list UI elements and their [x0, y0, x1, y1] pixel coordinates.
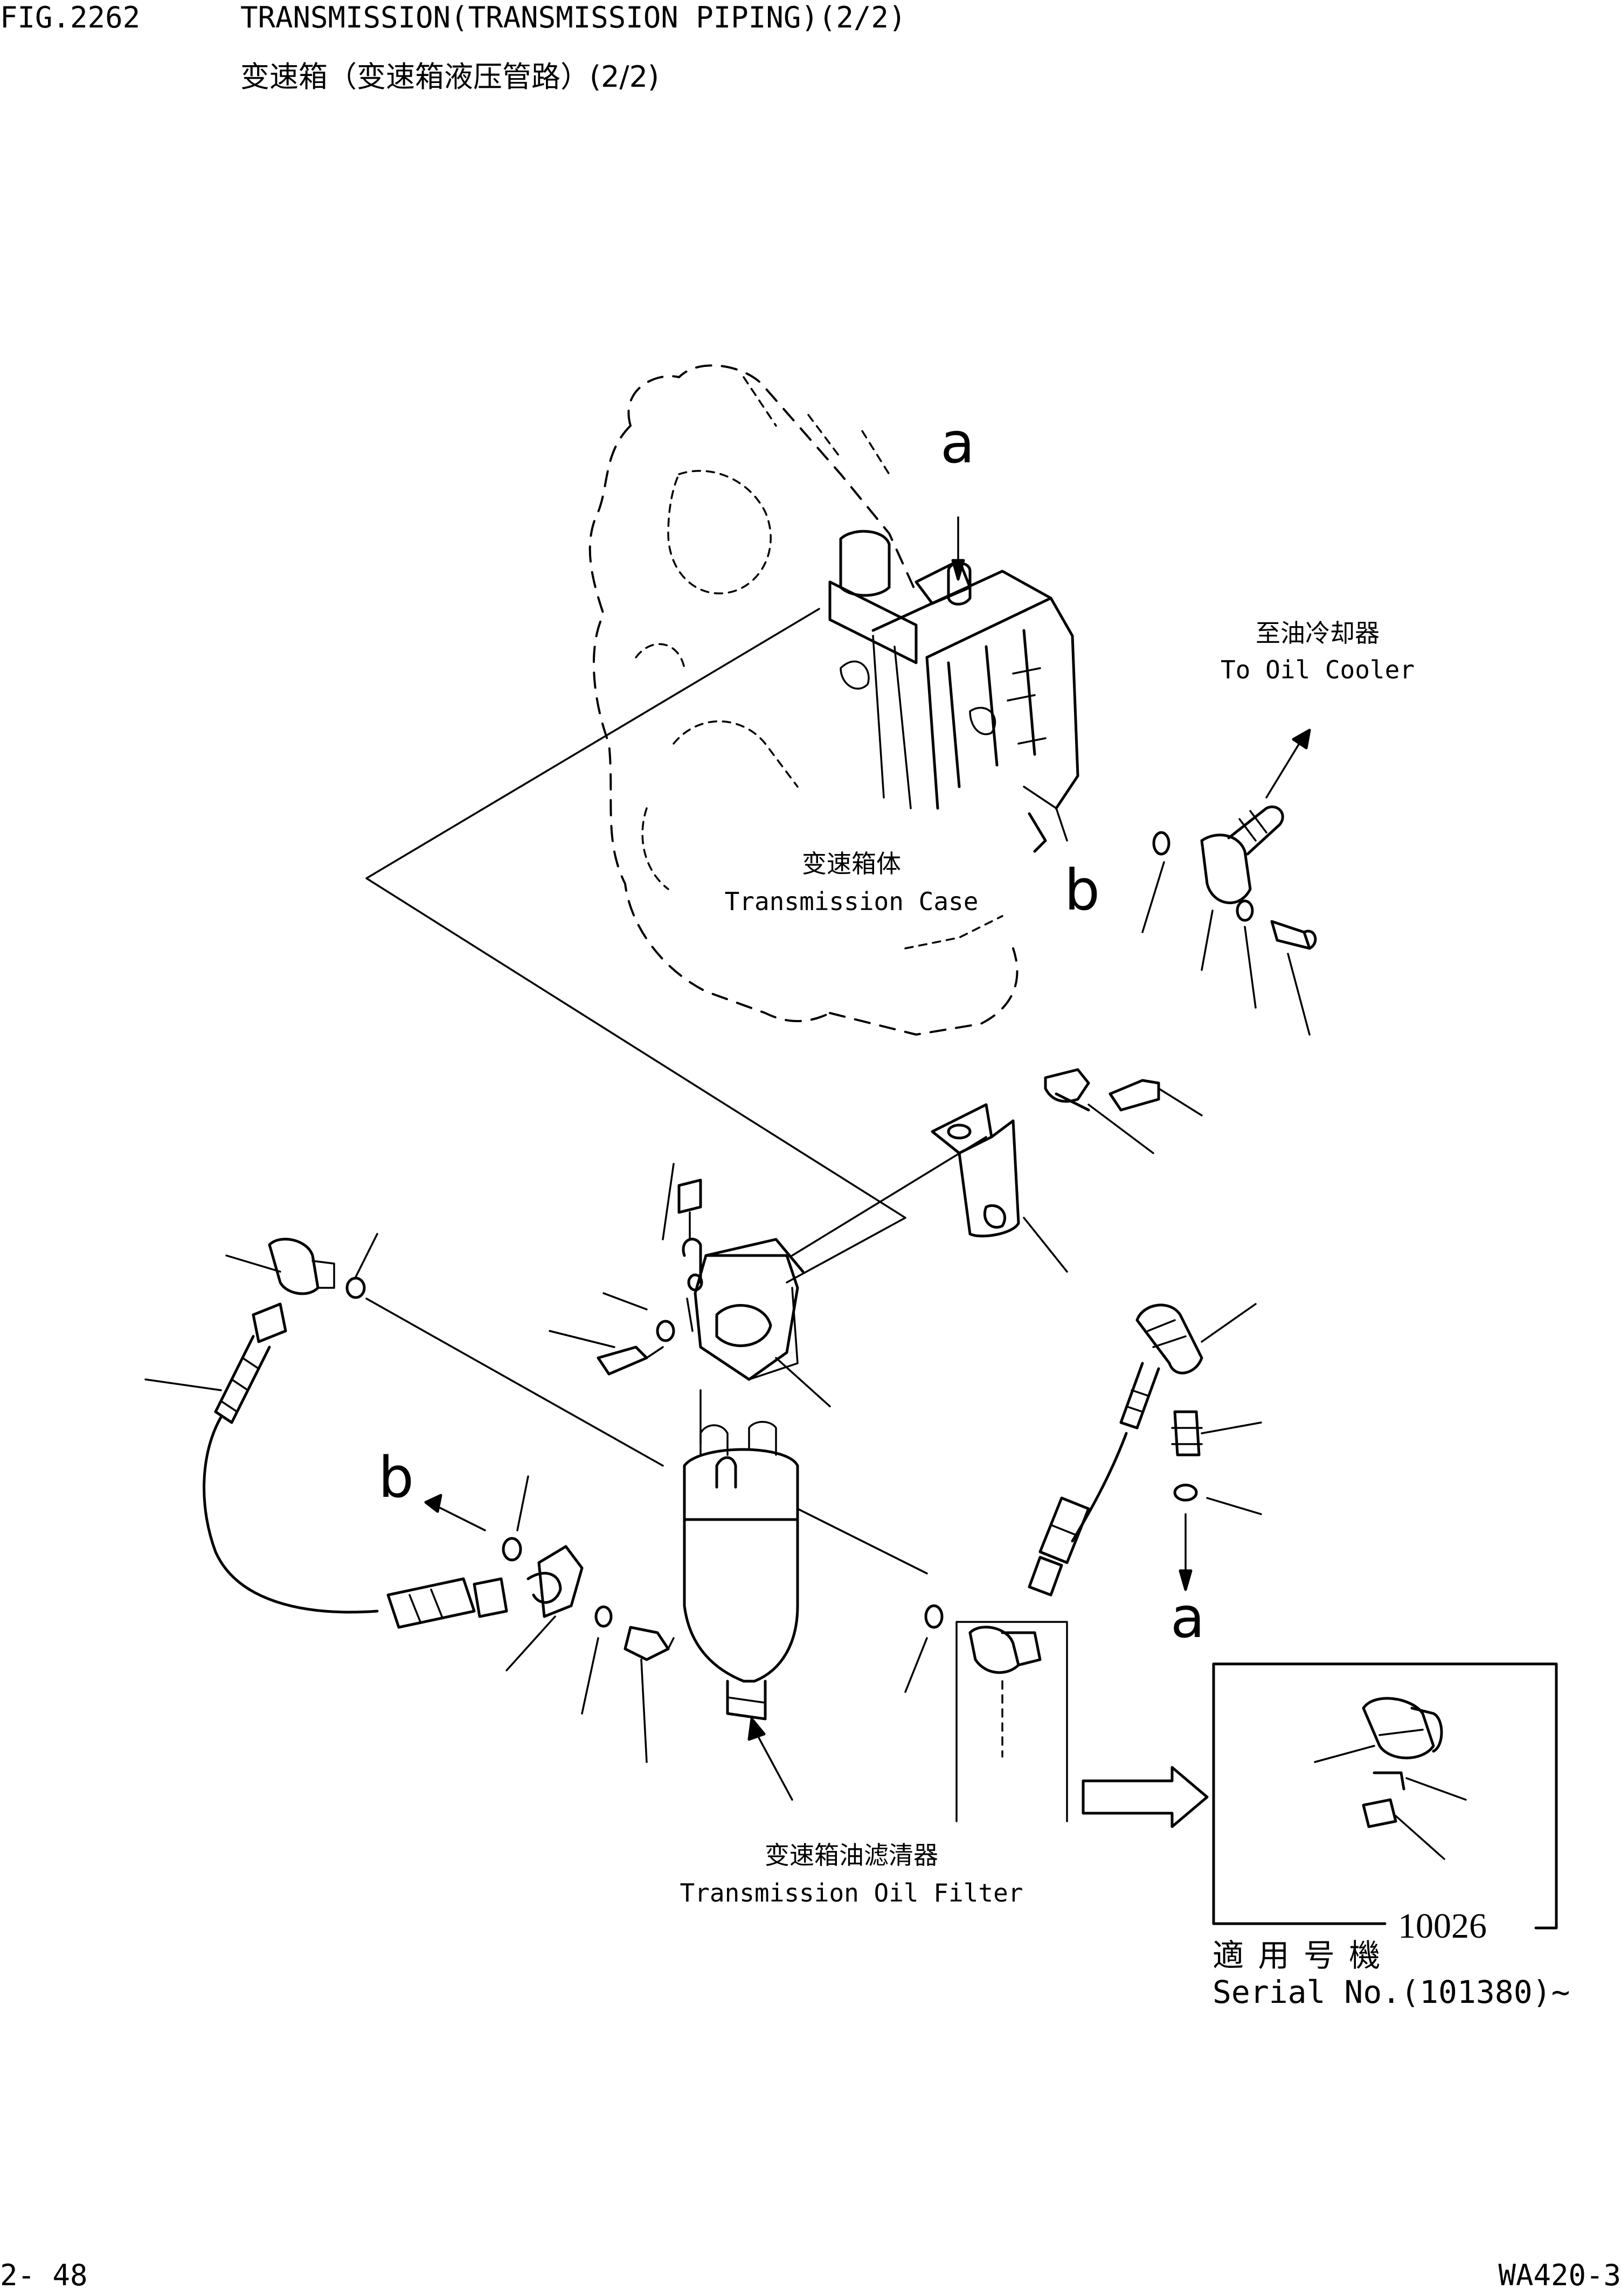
arrow-b-left	[430, 1502, 486, 1531]
to-oil-cooler-label-cn: 至油冷却器	[1256, 619, 1380, 648]
sensor-callout	[955, 1621, 1068, 1822]
arrow-a-bottom-head	[1179, 1569, 1193, 1591]
model-code: WA420-3	[1498, 2258, 1621, 2292]
oil-filter-body	[683, 1389, 928, 1721]
applicable-serial-label-cn: 適 用 号 機	[1213, 1937, 1383, 1974]
right-hose-assembly	[904, 1303, 1262, 1693]
connection-mark-b-right: b	[1064, 857, 1100, 923]
arrow-to-cooler-head	[1292, 729, 1311, 750]
case-to-filter-leader	[365, 608, 906, 1284]
mounting-brackets	[791, 1068, 1203, 1273]
cooler-port-parts	[1141, 805, 1317, 1036]
figure-number: FIG.2262	[0, 1, 141, 34]
filter-head	[549, 1163, 831, 1407]
connection-mark-b-left: b	[378, 1445, 414, 1510]
connection-mark-a-bottom: a	[1170, 1585, 1205, 1650]
transmission-case-outline	[588, 364, 1019, 1036]
transmission-case-label-cn: 变速箱体	[802, 849, 901, 878]
filter-arrow	[753, 1729, 793, 1801]
connection-mark-a-top: a	[940, 410, 975, 476]
applicable-serial-range: Serial No.(101380)~	[1213, 1974, 1570, 2010]
filter-arrow-head	[747, 1717, 766, 1741]
arrow-b-left-head	[424, 1494, 442, 1513]
inset-detail	[1212, 1662, 1558, 1930]
inset-arrow	[1082, 1766, 1209, 1828]
to-oil-cooler-label-en: To Oil Cooler	[1220, 655, 1415, 684]
transmission-case-label-en: Transmission Case	[724, 887, 979, 916]
arrow-a-top-head	[951, 559, 965, 581]
left-hose-assembly	[144, 1233, 664, 1629]
page-number: 2- 48	[0, 2258, 88, 2292]
oil-filter-label-cn: 变速箱油滤清器	[765, 1841, 938, 1870]
figure-title-en: TRANSMISSION(TRANSMISSION PIPING)(2/2)	[240, 1, 906, 34]
oil-filter-label-en: Transmission Oil Filter	[680, 1878, 1023, 1907]
left-port-parts	[502, 1475, 675, 1763]
arrow-to-cooler	[1265, 734, 1305, 799]
figure-title-cn: 变速箱（变速箱液压管路）(2/2)	[240, 60, 660, 94]
control-valve-body	[828, 530, 1079, 853]
inset-part-number: 10026	[1390, 1909, 1494, 1944]
